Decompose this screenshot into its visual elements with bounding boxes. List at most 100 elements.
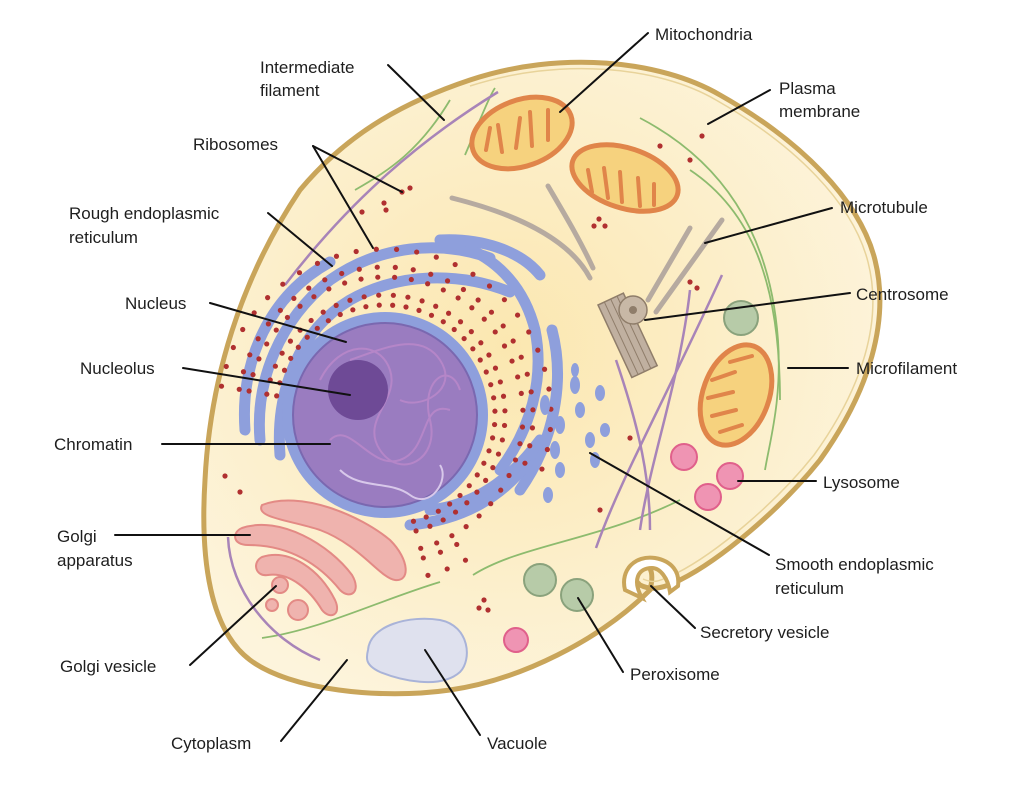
label-microtubule: Microtubule <box>840 198 928 217</box>
ribosome-dot <box>444 566 450 572</box>
ribosome-dot <box>452 261 458 268</box>
ribosome-dot <box>381 200 387 206</box>
ribosome-dot <box>687 157 693 163</box>
ribosome-dot <box>297 303 303 309</box>
ribosome-dot <box>591 223 597 229</box>
ribosome-dot <box>497 379 503 385</box>
golgi-apparatus <box>234 499 407 617</box>
ribosome-dot <box>435 508 441 514</box>
ribosome-dot <box>437 549 444 555</box>
ribosome-dot <box>454 541 460 548</box>
label-smooth-er-1: Smooth endoplasmic <box>775 555 934 574</box>
ribosome-dot <box>509 358 515 364</box>
ribosome-dot <box>500 393 507 399</box>
ribosome-dot <box>383 207 389 213</box>
ribosome-dot <box>687 279 693 285</box>
ribosome-dot <box>519 424 526 430</box>
ribosome-dot <box>463 524 469 530</box>
ribosome-dot <box>308 317 314 324</box>
ribosome-dot <box>279 350 285 356</box>
ribosome-dot <box>425 572 431 578</box>
ribosome-dot <box>393 246 400 253</box>
ribosome-dot <box>469 305 475 311</box>
ribosome-dot <box>486 448 492 454</box>
ribosome-dot <box>530 407 536 413</box>
ribosome-dot <box>478 340 484 346</box>
intermediate-filaments <box>226 90 724 662</box>
ribosome-dot <box>481 597 487 603</box>
ribosome-dot <box>529 425 536 431</box>
ribosome-dot <box>264 341 270 347</box>
nucleolus <box>328 360 388 420</box>
ribosome-dot <box>284 314 291 321</box>
label-golgi-apparatus-1: Golgi <box>57 527 97 546</box>
ribosome-dot <box>363 304 369 310</box>
ribosome-dot <box>462 557 469 563</box>
ribosome-dot <box>342 280 348 286</box>
ribosome-dot <box>476 605 482 611</box>
ribosome-dot <box>265 295 271 301</box>
ribosome-dot <box>314 260 321 266</box>
ribosome-dot <box>376 292 382 298</box>
ribosome-dot <box>356 266 362 272</box>
ribosome-dot <box>512 457 519 463</box>
ribosome-dot <box>325 318 331 324</box>
label-golgi-vesicle: Golgi vesicle <box>60 657 156 676</box>
ribosome-dot <box>460 286 467 293</box>
ribosome-dot <box>246 388 252 394</box>
ribosome-dot <box>264 391 270 397</box>
ribosome-dot <box>539 466 545 472</box>
ribosome-dot <box>492 408 498 414</box>
ribosome-dot <box>498 487 504 493</box>
ribosomes <box>218 133 705 613</box>
microtubules <box>449 183 725 315</box>
ribosome-dot <box>295 344 301 350</box>
ribosome-dot <box>477 357 483 363</box>
ribosome-dot <box>280 281 286 287</box>
ribosome-dot <box>223 363 229 370</box>
ribosome-dot <box>481 316 487 322</box>
ribosome-dot <box>230 344 236 351</box>
ribosome-dot <box>474 489 480 495</box>
ribosome-dot <box>699 133 705 139</box>
ribosome-dot <box>358 276 364 282</box>
mitochondria <box>469 94 775 448</box>
ribosome-dot <box>440 287 446 293</box>
ribosome-dot <box>492 329 498 335</box>
label-plasma-membrane-2: membrane <box>779 102 860 121</box>
ribosome-dot <box>492 365 499 371</box>
ribosome-dot <box>337 311 343 318</box>
label-vacuole: Vacuole <box>487 734 547 753</box>
ribosome-dot <box>528 389 534 395</box>
ribosome-dot <box>311 294 317 300</box>
ribosome-dot <box>461 335 467 342</box>
ribosome-dot <box>602 223 608 229</box>
ribosome-dot <box>251 310 257 316</box>
ribosome-dot <box>272 363 278 369</box>
ribosome-dot <box>408 276 414 283</box>
ribosome-dot <box>410 518 417 524</box>
ribosome-dot <box>407 185 413 191</box>
ribosome-dot <box>414 249 420 255</box>
ribosome-dot <box>457 492 463 499</box>
ribosome-dot <box>247 352 253 358</box>
label-rough-er-1: Rough endoplasmic <box>69 204 220 223</box>
ribosome-dot <box>475 297 481 303</box>
label-centrosome: Centrosome <box>856 285 949 304</box>
ribosome-dot <box>428 312 435 318</box>
ribosome-dot <box>440 517 446 523</box>
label-lysosome: Lysosome <box>823 473 900 492</box>
ribosome-dot <box>306 285 312 291</box>
ribosome-dot <box>433 254 439 260</box>
peroxisomes <box>523 300 759 612</box>
ribosome-dot <box>657 143 663 149</box>
label-secretory-vesicle: Secretory vesicle <box>700 623 829 642</box>
ribosome-dot <box>273 327 279 333</box>
ribosome-dot <box>596 216 602 222</box>
ribosome-dot <box>485 607 491 613</box>
label-plasma-membrane-1: Plasma <box>779 79 836 98</box>
ribosome-dot <box>375 274 381 280</box>
ribosome-dot <box>444 278 451 284</box>
golgi-vesicles <box>265 576 309 621</box>
